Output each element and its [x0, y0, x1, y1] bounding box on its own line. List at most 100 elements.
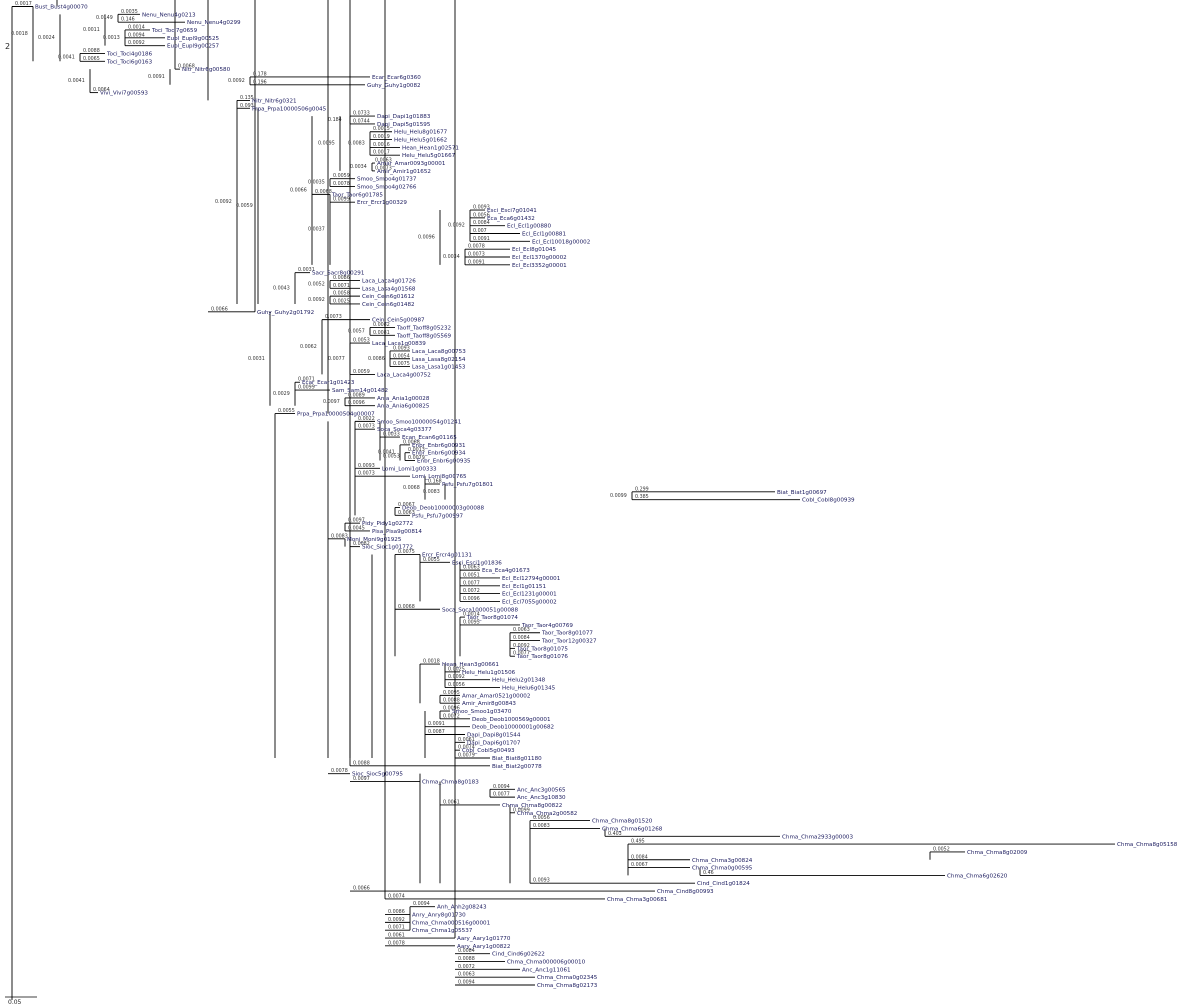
leaf-branch-length: 0.178 — [253, 71, 267, 77]
scale-bar-label: 0.05 — [8, 999, 22, 1006]
leaf-label: Taor_Taor4g00769 — [521, 623, 573, 629]
leaf-label: Laca_Laca1g00839 — [372, 341, 426, 347]
leaf-label: Dapi_Dapi1g01883 — [377, 114, 431, 120]
leaf-label: Eupl_Eupl9g00257 — [167, 44, 220, 50]
leaf-label: Ecl_Ecl12794g00001 — [502, 576, 561, 582]
leaf-label: Nenu_Nenu4g0213 — [142, 12, 196, 18]
leaf-branch-length: 0.0067 — [631, 862, 648, 868]
leaf-label: Smoo_Smoo4g02766 — [357, 185, 417, 191]
leaf-label: Smoo_Smoo1g03470 — [452, 709, 512, 715]
leaf-branch-length: 0.0072 — [458, 964, 475, 970]
internal-branch-length: 0.0053 — [383, 454, 400, 460]
leaf-branch-length: 0.0094 — [128, 32, 145, 38]
leaf-label: Chma_Chma0g00595 — [692, 866, 753, 872]
leaf-label: Sacr_Sacr8g00291 — [312, 271, 365, 277]
leaf-label: Ecl_Ecl8g01045 — [512, 247, 556, 253]
leaf-label: Prpa_Prpa10000506g0045 — [252, 106, 327, 112]
scale-bar: 0.05 — [5, 996, 37, 1006]
leaf-label: Eca_Eca4g01673 — [482, 568, 530, 574]
leaf-branch-length: 0.0091 — [428, 721, 445, 727]
leaf-label: Taor_Taor8g01076 — [516, 654, 568, 660]
internal-branch-length: 0.0092 — [308, 297, 325, 303]
leaf-label: Prpa_Prpa10000504g00007 — [297, 412, 375, 418]
leaf-branch-length: 0.0073 — [325, 314, 342, 320]
internal-branch-length: 0.0037 — [308, 227, 325, 233]
leaf-label: Dapi_Dapi8g01544 — [467, 733, 521, 739]
leaf-label: Enbr_Enbr6g00934 — [412, 451, 466, 457]
internal-branch-length: 0.0029 — [273, 391, 290, 397]
internal-branch-length: 0.0024 — [38, 35, 55, 41]
leaf-branch-length: 0.0068 — [403, 439, 420, 445]
leaf-branch-length: 0.0084 — [458, 948, 475, 954]
leaf-label: Psfu_Psfu7g00997 — [412, 513, 464, 519]
leaf-label: Biat_Biat1g00697 — [777, 490, 827, 496]
leaf-branch-length: 0.0035 — [121, 9, 138, 15]
leaf-label: Chma_Chma8g02173 — [537, 983, 598, 989]
leaf-label: Chma_Chma8g00822 — [502, 803, 562, 809]
internal-branch-length: 0.0068 — [403, 485, 420, 491]
leaf-branch-length: 0.0099 — [298, 385, 315, 391]
leaf-branch-length: 0.0095 — [443, 690, 460, 696]
leaf-label: Soca_Soca4g03377 — [377, 427, 432, 433]
leaf-label: Laca_Laca4g01726 — [362, 278, 416, 284]
leaf-branch-length: 0.0088 — [353, 760, 370, 766]
leaf-label: Laca_Laca8g00753 — [412, 349, 466, 355]
internal-branch-length: 0.0018 — [11, 31, 28, 37]
leaf-branch-length: 0.0066 — [211, 306, 228, 312]
leaf-label: Chma_Chma8g05158 — [1117, 842, 1178, 848]
leaf-branch-length: 0.0082 — [353, 541, 370, 547]
leaf-branch-length: 0.0078 — [331, 768, 348, 774]
leaf-branch-length: 0.0068 — [315, 189, 332, 195]
leaf-label: Helu_Helu6g01345 — [502, 686, 556, 692]
leaf-branch-length: 0.093 — [240, 103, 254, 109]
leaf-branch-length: 0.0094 — [413, 901, 430, 907]
leaf-label: Taor_Taor6g01785 — [331, 192, 383, 198]
leaf-label: Chma_Chma1g05537 — [412, 928, 473, 934]
leaf-label: Bust_Bust4g00070 — [35, 5, 88, 11]
internal-branch-length: 0.0035 — [308, 180, 325, 186]
leaf-branch-length: 0.0097 — [348, 518, 365, 524]
leaf-branch-length: 0.0055 — [278, 408, 295, 414]
leaf-branch-length: 0.0082 — [373, 322, 390, 328]
leaf-label: Ecl_Ecl1g01151 — [502, 584, 546, 590]
leaf-label: Helu_Helu2g01348 — [492, 678, 546, 684]
leaf-branch-length: 0.0079 — [458, 752, 475, 758]
leaf-label: Cobl_Cobl8g00939 — [802, 498, 855, 504]
leaf-label: Anh_Anh2g08243 — [437, 905, 487, 911]
leaf-label: Guhy_Guhy1g0082 — [367, 83, 421, 89]
leaf-label: Lasa_Lasa4g01568 — [362, 286, 416, 292]
leaf-label: Ecl_Ecl7055g00002 — [502, 599, 557, 605]
leaf-branch-length: 0.0089 — [348, 392, 365, 398]
leaf-branch-length: 0.299 — [635, 486, 649, 492]
leaf-branch-length: 0.0077 — [513, 651, 530, 657]
leaf-branch-length: 0.0056 — [473, 212, 490, 218]
leaf-label: Ecl_Ecl3352g00001 — [512, 263, 567, 269]
internal-branch-length: 0.0095 — [318, 140, 335, 146]
leaf-label: Amir_Amir1g01652 — [377, 169, 431, 175]
leaf-branch-length: 0.007 — [473, 228, 487, 234]
leaf-label: Ecar_Ecar1g01423 — [302, 380, 355, 386]
leaf-branch-length: 0.0094 — [458, 980, 475, 986]
leaf-branch-length: 0.0091 — [468, 259, 485, 265]
leaf-branch-length: 0.0014 — [128, 24, 145, 30]
internal-branch-length: 0.0097 — [323, 399, 340, 405]
internal-branch-length: 0.0077 — [328, 356, 345, 362]
leaf-branch-length: 0.0056 — [448, 682, 465, 688]
leaf-branch-length: 0.0083 — [533, 823, 550, 829]
leaf-branch-length: 0.0013 — [408, 447, 425, 453]
leaf-label: Eupl_Eupl9g00525 — [167, 36, 220, 42]
leaf-branch-length: 0.385 — [635, 494, 649, 500]
leaf-label: Sioc_Sioc1g01772 — [362, 545, 413, 551]
leaf-branch-length: 0.0066 — [353, 886, 370, 892]
leaf-label: Cind_Cind1g01824 — [697, 881, 750, 887]
leaf-branch-length: 0.0095 — [463, 619, 480, 625]
leaf-label: Ercr_Ercr4g01131 — [422, 552, 472, 558]
leaf-label: Chma_Chma000006g00010 — [507, 960, 586, 966]
leaf-label: Ecl_Ecl1370g00002 — [512, 255, 567, 261]
internal-branch-length: 0.0083 — [348, 140, 365, 146]
leaf-branch-length: 0.0061 — [443, 799, 460, 805]
leaf-branch-length: 0.0093 — [358, 463, 375, 469]
leaf-branch-length: 0.0081 — [373, 330, 390, 336]
leaf-branch-length: 0.0077 — [463, 580, 480, 586]
internal-branch-length: 0.0041 — [378, 450, 395, 456]
